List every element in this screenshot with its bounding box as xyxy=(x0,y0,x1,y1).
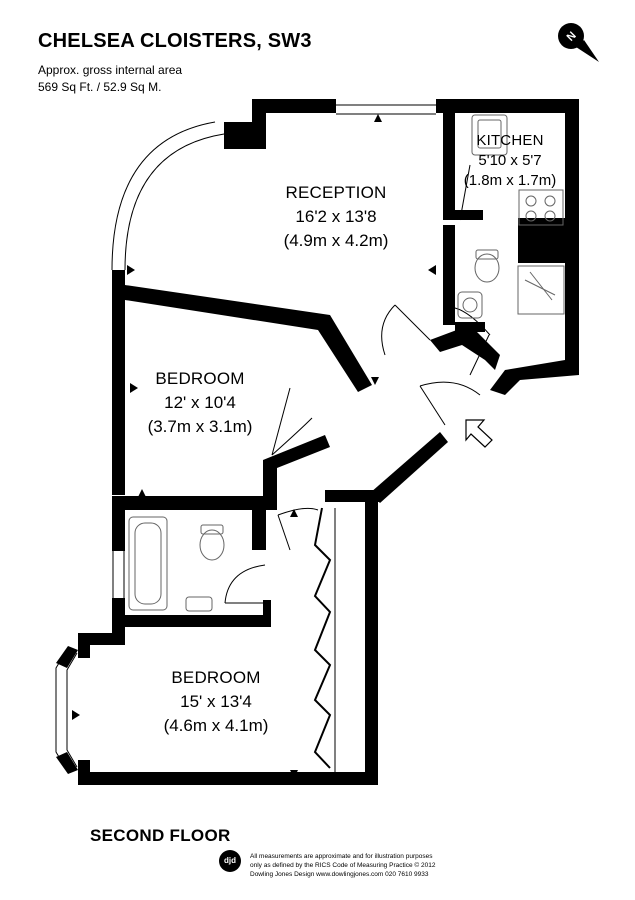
disclaimer-line-3: Dowling Jones Design www.dowlingjones.co… xyxy=(250,871,429,878)
room-metric: (1.8m x 1.7m) xyxy=(463,172,557,189)
doors xyxy=(224,164,491,604)
disclaimer-line-2: only as defined by the RICS Code of Meas… xyxy=(250,862,436,869)
room-imperial: 15' x 13'4 xyxy=(180,692,252,711)
room-imperial: 12' x 10'4 xyxy=(164,393,236,412)
entrance-arrow-icon xyxy=(465,419,493,448)
room-name: KITCHEN xyxy=(476,132,544,149)
property-title: CHELSEA CLOISTERS, SW3 xyxy=(38,30,312,52)
dimension-arrow-icon xyxy=(72,114,436,778)
room-label-reception: RECEPTION 16'2 x 13'8 (4.9m x 4.2m) xyxy=(236,181,436,253)
room-imperial: 5'10 x 5'7 xyxy=(478,152,542,169)
disclaimer-line-1: All measurements are approximate and for… xyxy=(250,853,433,860)
company-logo: djd xyxy=(219,850,241,872)
room-label-bedroom-1: BEDROOM 12' x 10'4 (3.7m x 3.1m) xyxy=(100,367,300,439)
bathroom-fixtures xyxy=(128,249,565,612)
room-metric: (3.7m x 3.1m) xyxy=(147,417,253,436)
room-metric: (4.9m x 4.2m) xyxy=(283,231,389,250)
room-name: BEDROOM xyxy=(155,369,245,388)
room-label-kitchen: KITCHEN 5'10 x 5'7 (1.8m x 1.7m) xyxy=(450,131,570,191)
room-imperial: 16'2 x 13'8 xyxy=(295,207,377,226)
area-label: Approx. gross internal area xyxy=(38,63,183,77)
room-name: RECEPTION xyxy=(285,183,387,202)
area-value: 569 Sq Ft. / 52.9 Sq M. xyxy=(38,80,162,94)
compass-north-icon: N xyxy=(558,23,599,62)
room-label-bedroom-2: BEDROOM 15' x 13'4 (4.6m x 4.1m) xyxy=(116,666,316,738)
wardrobe-zigzag xyxy=(313,507,332,769)
room-name: BEDROOM xyxy=(171,668,261,687)
kitchen-fixtures xyxy=(471,114,564,226)
room-metric: (4.6m x 4.1m) xyxy=(163,716,269,735)
floor-label: SECOND FLOOR xyxy=(90,826,231,845)
